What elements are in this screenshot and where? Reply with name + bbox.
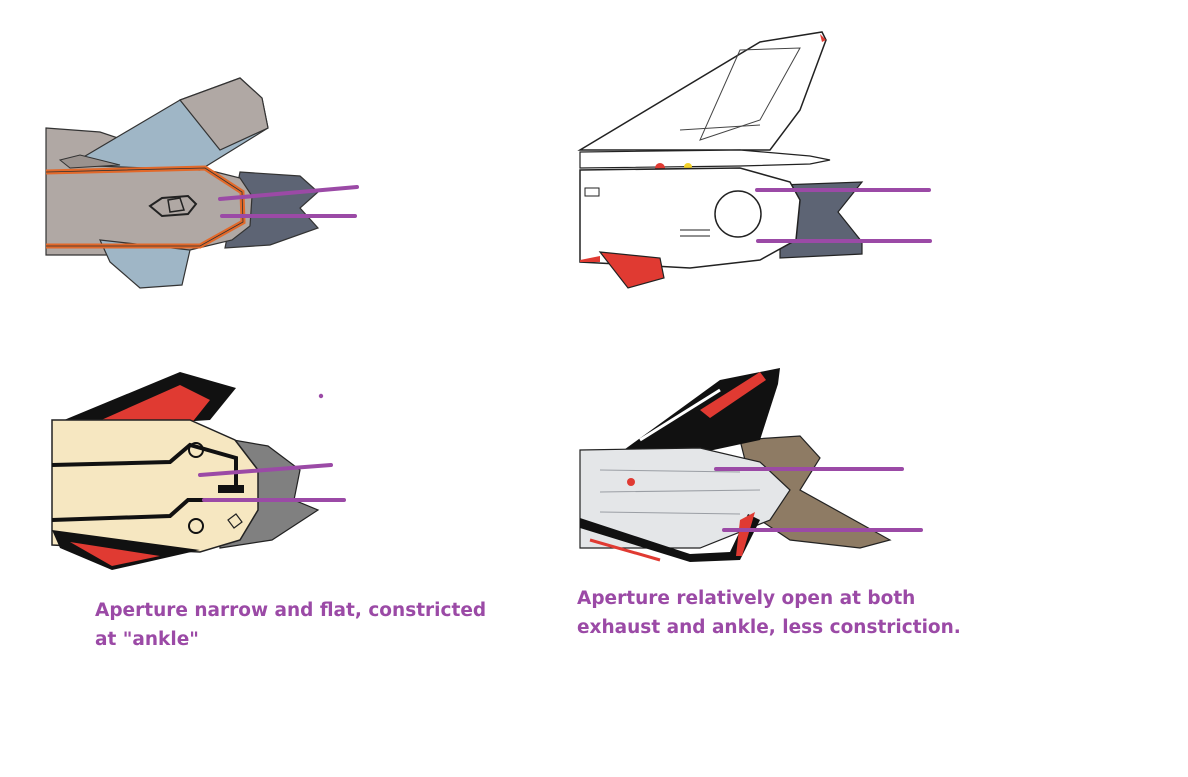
caption-left: Aperture narrow and flat, constricted at… — [95, 596, 486, 654]
caption-right: Aperture relatively open at both exhaust… — [577, 584, 961, 642]
annotation-lines-top-right — [755, 188, 932, 243]
engine-tan — [579, 368, 892, 562]
engine-cream — [51, 372, 320, 570]
annotation-lines-bottom-right — [714, 467, 923, 532]
annotation-lines-top-left — [218, 185, 359, 218]
caption-left-line2: at "ankle" — [95, 629, 199, 650]
annotation-lines-bottom-left — [198, 463, 346, 502]
stray-dot — [318, 393, 324, 399]
caption-left-line1: Aperture narrow and flat, constricted — [95, 600, 487, 621]
engine-gray-blue — [45, 77, 320, 289]
caption-right-line2: exhaust and ankle, less constriction. — [577, 617, 961, 638]
caption-right-line1: Aperture relatively open at both — [577, 588, 916, 609]
